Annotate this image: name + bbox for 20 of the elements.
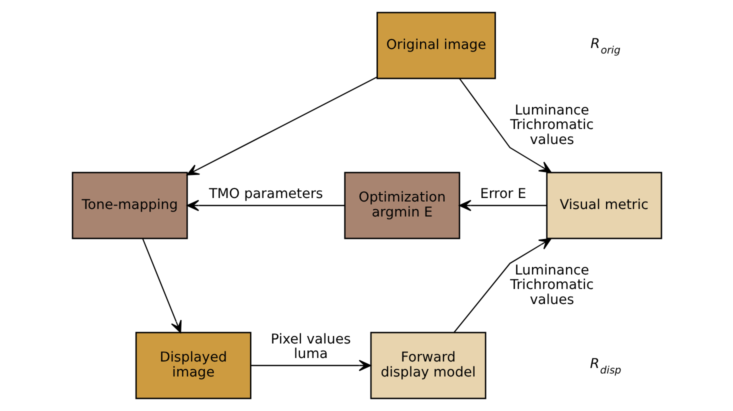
node-box: Tone-mapping [71, 172, 188, 240]
node-box: Visual metric [546, 172, 662, 240]
edge-label: Luminance Trichromatic values [510, 262, 594, 308]
edge-label: Pixel values luma [270, 331, 350, 362]
edge-label: TMO parameters [208, 186, 323, 202]
node-box: Original image [376, 12, 496, 80]
arrow [458, 78, 552, 173]
label: R$_{disp}$ [589, 356, 621, 376]
arrow [458, 200, 546, 212]
arrow [250, 360, 371, 372]
edge-label: Error E [480, 186, 526, 202]
node-box: Displayed image [134, 332, 251, 400]
arrow [186, 76, 377, 176]
node-box: Optimization argmin E [344, 172, 460, 240]
label: R$_{orig}$ [590, 36, 620, 56]
arrow [453, 238, 552, 333]
node-box: Forward display model [370, 332, 486, 400]
arrow [142, 238, 182, 334]
arrow [186, 200, 344, 212]
edge-label: Luminance Trichromatic values [510, 102, 594, 148]
